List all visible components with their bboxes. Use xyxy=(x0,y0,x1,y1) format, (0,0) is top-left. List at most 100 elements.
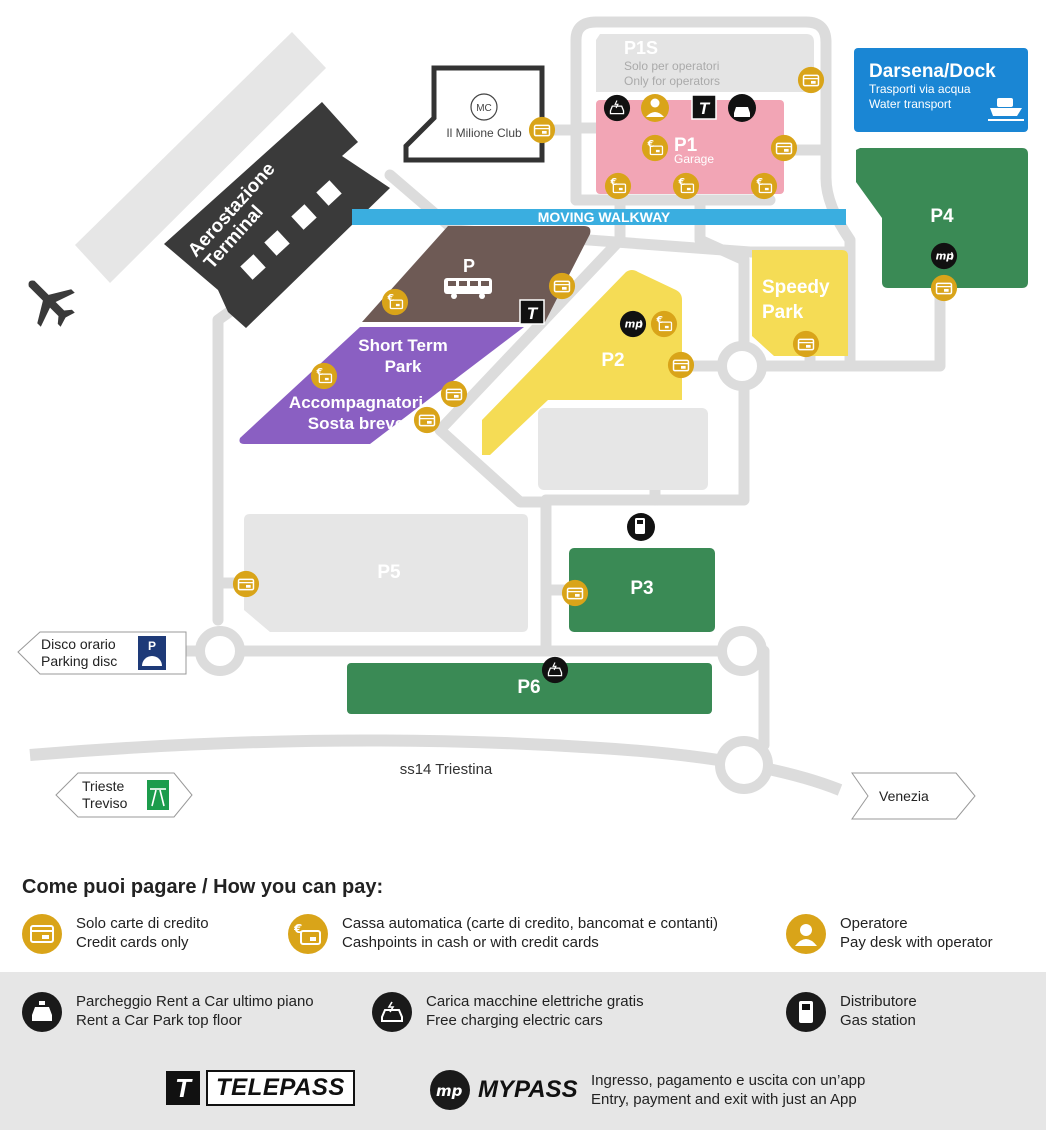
operator-icon xyxy=(786,914,826,954)
trieste-sign[interactable]: Trieste Treviso xyxy=(55,772,193,818)
moving-walkway xyxy=(352,209,846,225)
legend-cash: € Cassa automatica (carte di credito, ba… xyxy=(288,914,718,954)
rent-a-car-icon xyxy=(728,94,756,122)
parking-p6[interactable]: P6 xyxy=(347,663,712,714)
parking-disc-icon: P xyxy=(138,636,166,670)
venezia-label: Venezia xyxy=(879,788,929,804)
p6-name: P6 xyxy=(517,677,540,698)
bus-p-name: P xyxy=(463,256,475,276)
svg-text:mp: mp xyxy=(436,1082,463,1100)
legend-mypass-1: Ingresso, pagamento e uscita con un’app xyxy=(591,1072,866,1089)
legend-rentacar-2: Rent a Car Park top floor xyxy=(76,1012,242,1029)
credit-card-icon xyxy=(792,330,820,358)
motorway-icon xyxy=(147,780,169,810)
highway-roundabout xyxy=(715,736,773,794)
cashpoint-icon xyxy=(750,172,778,200)
legend-cash-2: Cashpoints in cash or with credit cards xyxy=(342,934,599,951)
telepass-letter: T xyxy=(699,99,711,118)
reserved-area xyxy=(538,408,708,490)
parking-p1s[interactable]: P1S Solo per operatori Only for operator… xyxy=(596,34,814,92)
venezia-sign[interactable]: Venezia xyxy=(851,772,976,820)
cashpoint-icon xyxy=(310,362,338,390)
boat-icon xyxy=(988,98,1024,121)
legend-operator-1: Operatore xyxy=(840,915,908,932)
telepass-icon: T xyxy=(166,1071,200,1105)
operator-icon xyxy=(641,94,669,122)
credit-card-icon xyxy=(561,579,589,607)
legend-cash-1: Cassa automatica (carte di credito, banc… xyxy=(342,915,719,932)
legend-charging-1: Carica macchine elettriche gratis xyxy=(426,993,644,1010)
mypass-icon xyxy=(930,242,958,270)
sosta-1: Accompagnatori xyxy=(289,393,423,412)
legend-credit-1: Solo carte di credito xyxy=(76,915,209,932)
milione-club[interactable]: MC Il Milione Club xyxy=(403,65,545,163)
legend-charging-2: Free charging electric cars xyxy=(426,1012,603,1029)
parking-bus[interactable]: P xyxy=(362,226,591,322)
parking-short-term[interactable]: Short Term Park Accompagnatori Sosta bre… xyxy=(239,327,525,444)
credit-card-icon xyxy=(667,351,695,379)
p3-name: P3 xyxy=(630,578,653,599)
p1s-name: P1S xyxy=(624,38,658,58)
credit-card-icon xyxy=(797,66,825,94)
speedy-2: Park xyxy=(762,302,804,323)
rent-a-car-icon xyxy=(22,992,62,1032)
p4-name: P4 xyxy=(930,206,954,227)
trieste-1: Trieste xyxy=(82,778,124,794)
parking-p5[interactable]: P5 xyxy=(244,514,528,632)
telepass-logo: T TELEPASS xyxy=(166,1070,355,1106)
credit-card-icon xyxy=(548,272,576,300)
mypass-icon xyxy=(619,310,647,338)
club-name: Il Milione Club xyxy=(446,126,522,140)
p1-name: P1 xyxy=(674,135,698,156)
airplane-icon xyxy=(28,280,75,327)
mypass-wordmark: MYPASS xyxy=(478,1076,578,1103)
p1s-line2: Only for operators xyxy=(624,74,720,88)
darsena-dock[interactable]: Darsena/Dock Trasporti via acqua Water t… xyxy=(854,48,1028,132)
credit-card-icon xyxy=(440,380,468,408)
legend-title: Come puoi pagare / How you can pay: xyxy=(22,876,384,898)
sosta-2: Sosta breve xyxy=(308,414,404,433)
legend-mypass-2: Entry, payment and exit with just an App xyxy=(591,1091,857,1108)
parking-disc-sign[interactable]: Disco orario Parking disc P xyxy=(17,631,187,675)
legend-gas-2: Gas station xyxy=(840,1012,916,1029)
parking-p1[interactable]: P1 Garage xyxy=(596,100,784,194)
short-term-1: Short Term xyxy=(358,336,447,355)
p2-name: P2 xyxy=(601,350,624,371)
p1-sub: Garage xyxy=(674,152,714,166)
gas-station-icon xyxy=(627,513,655,541)
legend-operator-2: Pay desk with operator xyxy=(840,934,993,951)
parking-p4[interactable]: P4 xyxy=(856,148,1028,288)
mypass-icon: mp xyxy=(430,1070,470,1110)
svg-text:P: P xyxy=(148,639,156,653)
cashpoint-icon xyxy=(381,288,409,316)
cashpoint-icon xyxy=(641,134,669,162)
airport-parking-map: € mp xyxy=(17,16,1028,820)
runway xyxy=(75,32,326,283)
cashpoint-icon: € xyxy=(288,914,328,954)
disco-2: Parking disc xyxy=(41,653,117,669)
road-label: ss14 Triestina xyxy=(400,761,493,778)
credit-card-icon xyxy=(22,914,62,954)
cashpoint-icon xyxy=(650,310,678,338)
charging-icon xyxy=(603,94,631,122)
club-logo: MC xyxy=(476,103,492,114)
legend-gas-1: Distributore xyxy=(840,993,917,1010)
telepass-icon: T xyxy=(519,299,545,325)
p5-name: P5 xyxy=(377,562,401,583)
parking-p3[interactable]: P3 xyxy=(569,548,715,632)
speedy-1: Speedy xyxy=(762,277,830,298)
credit-card-icon xyxy=(413,406,441,434)
bus-icon xyxy=(444,278,492,299)
disco-1: Disco orario xyxy=(41,636,116,652)
telepass-icon: T xyxy=(691,94,717,120)
credit-card-icon xyxy=(528,116,556,144)
short-term-2: Park xyxy=(385,357,422,376)
roundabouts xyxy=(195,341,767,676)
trieste-2: Treviso xyxy=(82,795,128,811)
parking-speedy[interactable]: Speedy Park xyxy=(752,250,848,356)
charging-icon xyxy=(541,656,569,684)
